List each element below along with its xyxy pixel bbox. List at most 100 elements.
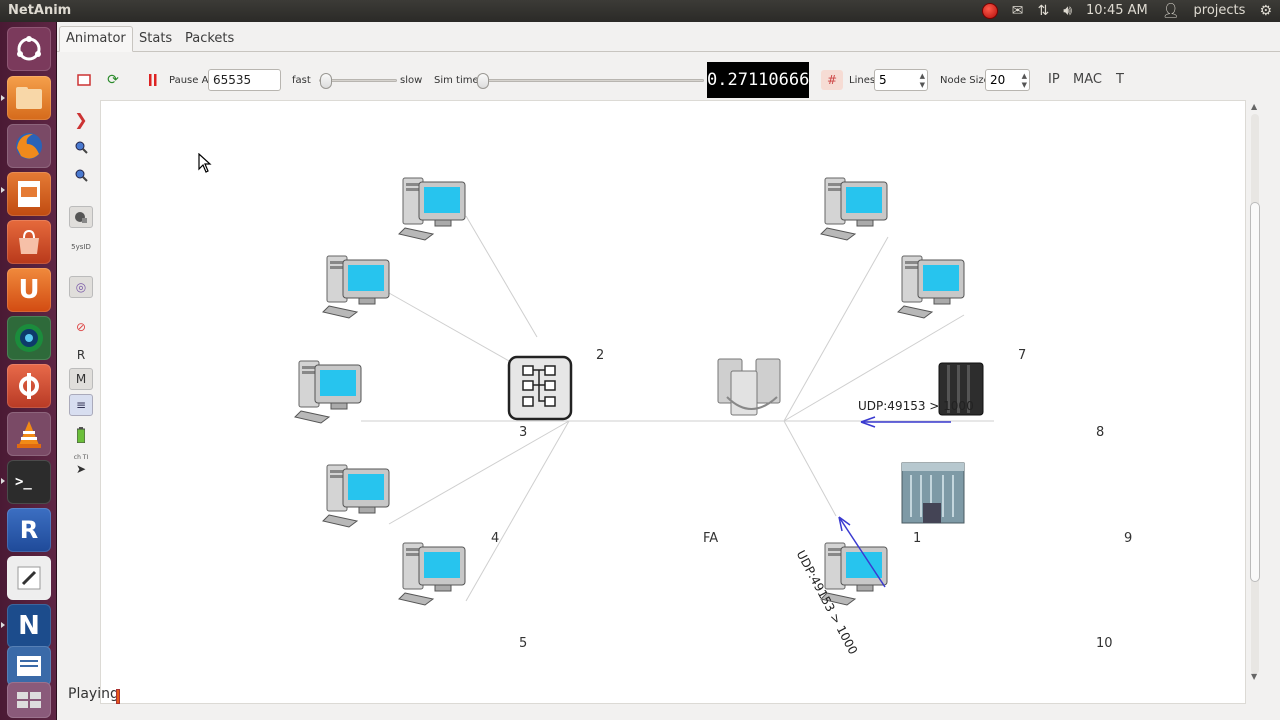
node-label: 8: [1096, 425, 1105, 440]
node-label: 2: [596, 348, 605, 363]
node-label: 1: [913, 531, 922, 546]
node-size-spinbox[interactable]: 20 ▲ ▼: [985, 69, 1030, 91]
zoom-in-icon[interactable]: [69, 136, 93, 158]
canvas-vertical-scrollbar[interactable]: ▲ ▼: [1248, 102, 1262, 684]
node-label: FA: [703, 531, 719, 546]
pc-node-icon[interactable]: [322, 464, 390, 528]
server-cluster-icon[interactable]: [717, 358, 781, 416]
node-size-value: 20: [990, 73, 1006, 87]
sysid-toggle[interactable]: 5ysID: [71, 243, 91, 251]
app-title: NetAnim: [8, 3, 72, 18]
speed-slider-handle[interactable]: [320, 73, 332, 89]
record-indicator-icon[interactable]: [981, 3, 998, 19]
pc-node-icon[interactable]: [322, 255, 390, 319]
r-studio-icon[interactable]: R: [7, 508, 51, 552]
status-text: Playing: [68, 686, 119, 702]
scroll-up-icon[interactable]: ▲: [1251, 102, 1258, 111]
tab-bar: Animator Stats Packets: [57, 22, 1280, 52]
zoom-out-icon[interactable]: [69, 164, 93, 186]
node-description-icon[interactable]: [69, 206, 93, 228]
ip-toggle-button[interactable]: IP: [1048, 72, 1060, 87]
pc-node-icon[interactable]: [897, 255, 965, 319]
packet-arrow: [860, 416, 951, 428]
reload-icon[interactable]: ⟳: [107, 72, 119, 88]
no-entry-icon[interactable]: ⊘: [75, 320, 87, 334]
system-settings-icon[interactable]: [7, 364, 51, 408]
mail-icon[interactable]: ✉: [1011, 3, 1024, 19]
sim-time-slider[interactable]: [476, 73, 704, 89]
clock[interactable]: 10:45 AM: [1086, 3, 1148, 18]
building-node-icon[interactable]: [901, 462, 965, 524]
sim-time-label: Sim time: [434, 75, 479, 86]
pc-node-icon[interactable]: [398, 177, 466, 241]
sim-time-slider-handle[interactable]: [477, 73, 489, 89]
packet-list-icon[interactable]: ≡: [69, 394, 93, 416]
system-monitor-icon[interactable]: [7, 316, 51, 360]
system-tray: ✉ ⇅ 🔊︎ 10:45 AM 👤︎ projects ⚙: [981, 2, 1272, 20]
packet-tooltip-toggle[interactable]: ch TI: [73, 453, 89, 461]
gear-icon[interactable]: ⚙: [1259, 3, 1272, 19]
scroll-thumb[interactable]: [1250, 202, 1260, 582]
topology-svg: [294, 177, 994, 606]
pause-at-label: Pause At: [169, 75, 213, 86]
workspace-switcher-icon[interactable]: [7, 682, 51, 718]
scroll-down-icon[interactable]: ▼: [1251, 672, 1258, 681]
switch-node-icon[interactable]: [507, 355, 573, 421]
server-rack-icon[interactable]: [938, 362, 984, 416]
animation-canvas[interactable]: 2 7 3 8 4 FA 1 9 5 10 UDP:49153 > 1000 U…: [100, 100, 1246, 704]
node-label: 5: [519, 636, 528, 651]
node-label: 4: [491, 531, 500, 546]
text-editor-icon[interactable]: [7, 556, 51, 600]
spin-down-icon[interactable]: ▼: [919, 81, 925, 89]
spin-down-icon[interactable]: ▼: [1021, 81, 1027, 89]
netanim-icon[interactable]: N: [7, 604, 51, 648]
fingerprint-icon[interactable]: ◎: [69, 276, 93, 298]
running-indicator-icon: [1, 622, 5, 628]
m-toggle-button[interactable]: M: [69, 368, 93, 390]
grid-toggle-icon[interactable]: #: [821, 70, 843, 90]
node-label: 9: [1124, 531, 1133, 546]
chevron-right-icon[interactable]: ❯: [74, 109, 88, 129]
mac-toggle-button[interactable]: MAC: [1073, 72, 1102, 87]
dash-icon[interactable]: [7, 27, 51, 71]
running-indicator-icon: [1, 95, 5, 101]
status-progress-indicator: [116, 689, 120, 704]
pause-at-input[interactable]: [208, 69, 281, 91]
battery-icon[interactable]: [69, 424, 93, 446]
tab-animator[interactable]: Animator: [59, 26, 133, 52]
spin-up-icon[interactable]: ▲: [1021, 72, 1027, 80]
user-name[interactable]: projects: [1193, 3, 1246, 18]
network-icon[interactable]: ⇅: [1037, 3, 1050, 19]
tab-stats[interactable]: Stats: [139, 31, 173, 46]
ubuntu-one-icon[interactable]: U: [7, 268, 51, 312]
libreoffice-impress-icon[interactable]: [7, 172, 51, 216]
netanim-window: Animator Stats Packets ⟳ Pause At fast s…: [57, 22, 1280, 720]
lines-label: Lines: [849, 75, 876, 86]
pause-button[interactable]: [142, 70, 164, 90]
firefox-icon[interactable]: [7, 124, 51, 168]
node-label: 10: [1096, 636, 1113, 651]
status-bar: Playing: [57, 686, 1280, 720]
volume-icon[interactable]: 🔊︎: [1063, 3, 1073, 19]
files-icon[interactable]: [7, 76, 51, 120]
spin-up-icon[interactable]: ▲: [919, 72, 925, 80]
open-file-icon[interactable]: [73, 70, 95, 90]
pc-node-icon[interactable]: [398, 542, 466, 606]
lines-value: 5: [879, 73, 887, 87]
unity-launcher: U >_ R N: [0, 22, 57, 720]
document-viewer-icon[interactable]: [7, 646, 51, 686]
tab-packets[interactable]: Packets: [185, 31, 235, 46]
pc-node-icon[interactable]: [820, 177, 888, 241]
t-toggle-button[interactable]: T: [1116, 72, 1124, 87]
packet-label: UDP:49153 > 1000: [858, 399, 974, 413]
software-center-icon[interactable]: [7, 220, 51, 264]
animator-toolbar: ⟳ Pause At fast slow Sim time 0.27110666…: [57, 62, 1280, 98]
speed-slider[interactable]: [319, 73, 397, 89]
vlc-icon[interactable]: [7, 412, 51, 456]
r-toggle-button[interactable]: R: [76, 348, 86, 362]
pc-node-icon[interactable]: [294, 360, 362, 424]
pointer-icon[interactable]: ➤: [75, 462, 87, 476]
fast-label: fast: [292, 75, 311, 86]
terminal-icon[interactable]: >_: [7, 460, 51, 504]
lines-spinbox[interactable]: 5 ▲ ▼: [874, 69, 928, 91]
